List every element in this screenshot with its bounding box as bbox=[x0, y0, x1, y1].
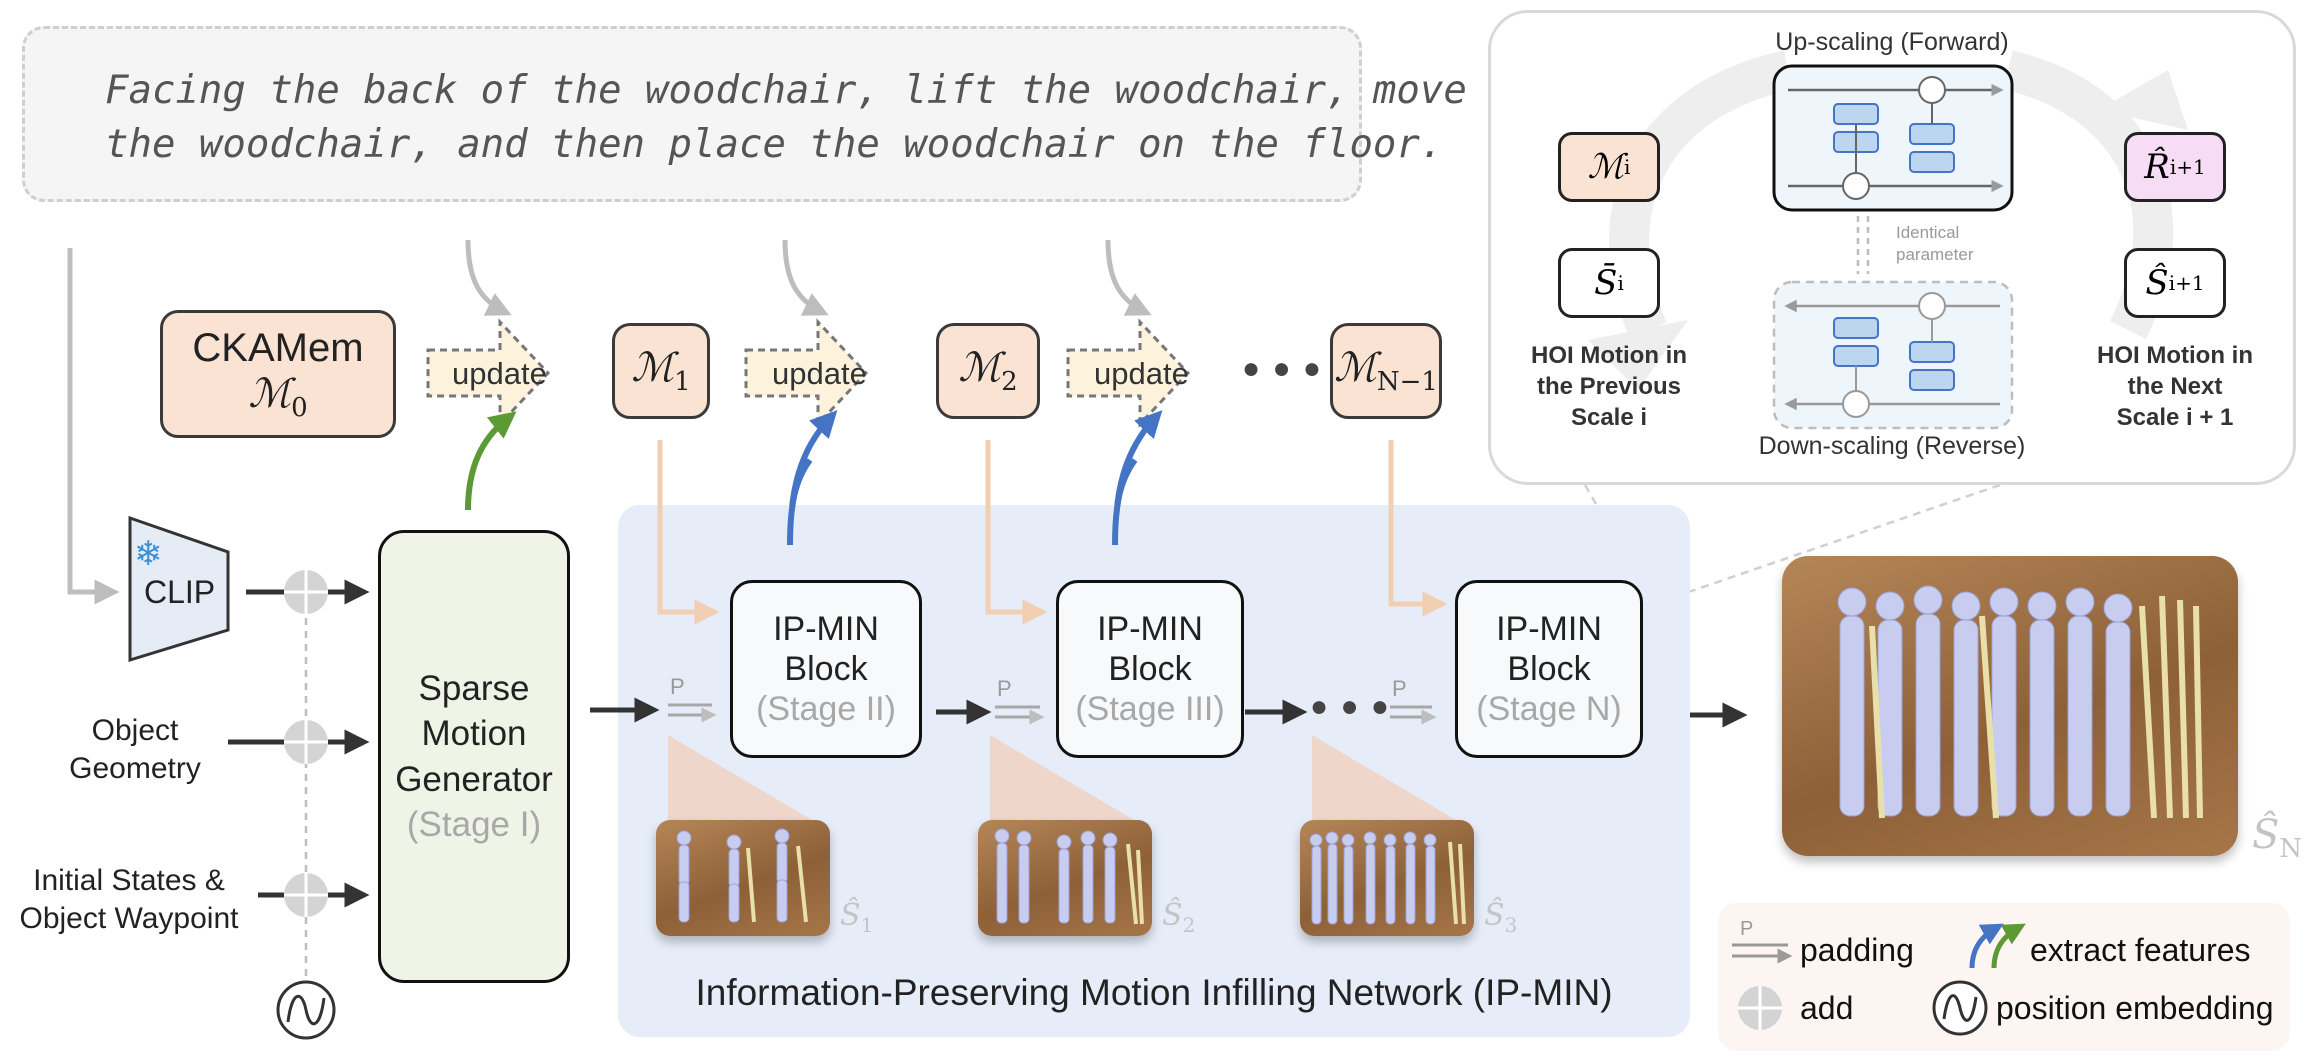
sN-label: ŜN bbox=[2252, 812, 2303, 864]
s2-label: Ŝ2 bbox=[1162, 898, 1196, 937]
update-arrow-2 bbox=[744, 318, 869, 428]
legend-pad-letter: P bbox=[1740, 918, 1754, 940]
s3-label: Ŝ3 bbox=[1484, 898, 1518, 937]
clip-label: CLIP bbox=[144, 574, 216, 610]
pad-letter-3: P bbox=[1392, 676, 1407, 701]
stage2-motion-thumbnail bbox=[978, 820, 1152, 936]
update-label-1: update bbox=[452, 356, 547, 391]
ckamem-node: CKAMem ℳ0 bbox=[160, 310, 396, 438]
m2-node: ℳ2 bbox=[936, 323, 1040, 419]
prompt-arrow-2 bbox=[782, 239, 829, 316]
legend-box bbox=[1718, 903, 2290, 1051]
frozen-snowflake-icon: ❄ bbox=[134, 535, 163, 573]
prompt-arrow-3 bbox=[1105, 239, 1152, 316]
stage1-motion-thumbnail bbox=[656, 820, 830, 936]
add-circle-3 bbox=[284, 873, 328, 917]
stage3-motion-thumbnail bbox=[1300, 820, 1474, 936]
generator-stage: (Stage I) bbox=[406, 805, 542, 844]
clip-encoder bbox=[128, 515, 230, 663]
inset-ri1-box: R̂i+1 bbox=[2124, 132, 2226, 202]
prompt-arrow-1 bbox=[465, 239, 512, 316]
text-prompt-box bbox=[22, 26, 1362, 202]
position-embedding-symbol bbox=[276, 980, 336, 1040]
legend-add: add bbox=[1800, 990, 1854, 1026]
add-circle-1 bbox=[284, 570, 328, 614]
update-arrow-1 bbox=[426, 318, 551, 428]
add-circle-2 bbox=[284, 720, 328, 764]
update-arrow-3 bbox=[1066, 318, 1191, 428]
inset-si-box: S̄i bbox=[1558, 248, 1660, 318]
legend-position-embedding: position embedding bbox=[1996, 990, 2274, 1026]
update-label-2: update bbox=[772, 356, 867, 391]
text-to-clip-arrow bbox=[67, 248, 120, 605]
pad-letter-1: P bbox=[670, 674, 685, 699]
m0-label: ℳ0 bbox=[248, 370, 308, 423]
s1-label: Ŝ1 bbox=[840, 898, 874, 937]
prompt-line-2: the woodchair, and then place the woodch… bbox=[105, 122, 1444, 167]
down-scaling-title: Down-scaling (Reverse) bbox=[1758, 432, 2026, 460]
mN1-node: ℳN−1 bbox=[1330, 323, 1442, 419]
memory-ellipsis: ● ● ● bbox=[1242, 352, 1324, 385]
update-label-3: update bbox=[1094, 356, 1189, 391]
ckamem-title: CKAMem bbox=[192, 325, 364, 370]
final-motion-output bbox=[1782, 556, 2238, 856]
prompt-line-1: Facing the back of the woodchair, lift t… bbox=[105, 68, 1467, 113]
generator-extract-arrow bbox=[465, 411, 517, 511]
m1-node: ℳ1 bbox=[612, 323, 710, 419]
pad-letter-2: P bbox=[997, 676, 1012, 701]
stage-ellipsis: ● ● ● bbox=[1310, 690, 1392, 723]
sparse-motion-generator: Sparse Motion Generator (Stage I) bbox=[378, 530, 570, 983]
legend-extract-features: extract features bbox=[2030, 932, 2251, 968]
ipmin-panel-title: Information-Preserving Motion Infilling … bbox=[695, 972, 1613, 1013]
up-scaling-title: Up-scaling (Forward) bbox=[1775, 28, 2009, 56]
initial-states-label: Initial States &Object Waypoint bbox=[19, 864, 239, 935]
legend-padding: padding bbox=[1800, 932, 1914, 968]
